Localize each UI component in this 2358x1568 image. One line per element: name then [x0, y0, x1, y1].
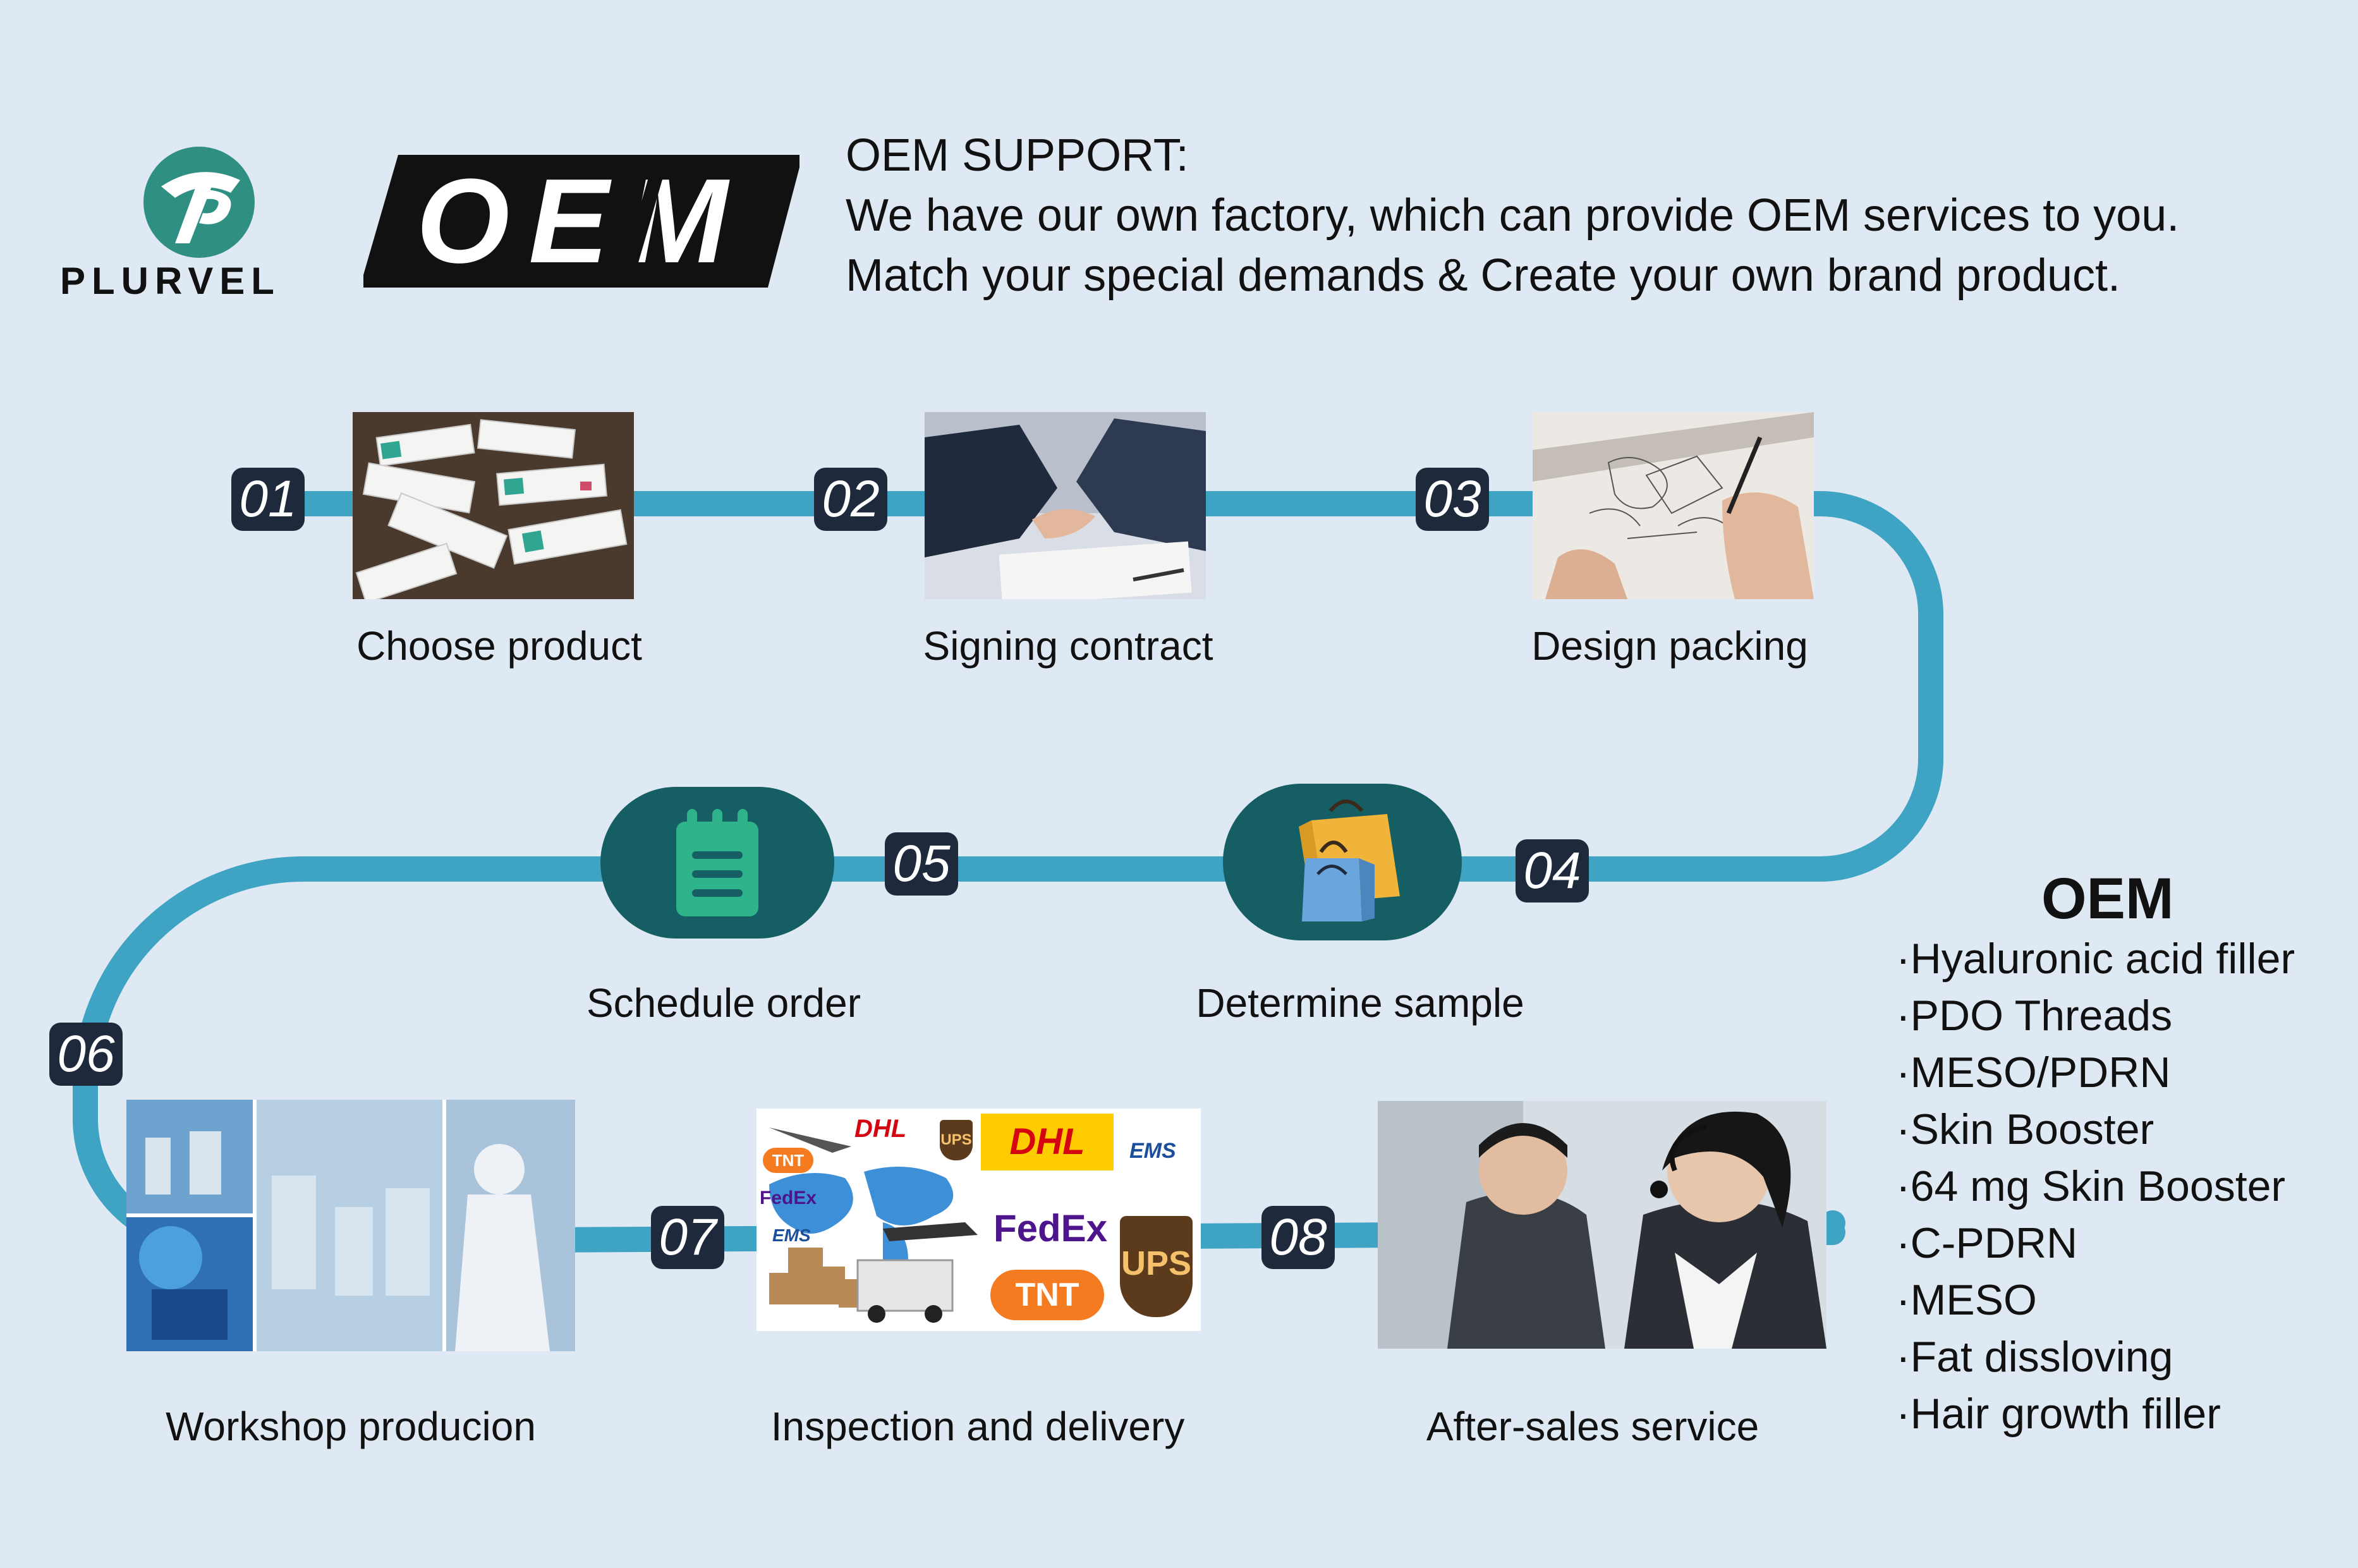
- oem-item: ·Hair growth filler: [1896, 1390, 2221, 1438]
- oem-logo-text: OEM: [416, 155, 747, 288]
- workshop-image: [126, 1100, 575, 1351]
- product-boxes-image: [353, 412, 634, 599]
- oem-item: ·Hyaluronic acid filler: [1896, 935, 2295, 983]
- fedex-logo-small: FedEx: [760, 1188, 817, 1208]
- step-label-06: Workshop producion: [166, 1404, 536, 1449]
- oem-item: ·PDO Threads: [1896, 992, 2173, 1040]
- step-badge-07: 07: [651, 1206, 724, 1269]
- ups-logo: UPS: [940, 1120, 973, 1160]
- step-label-02: Signing contract: [923, 623, 1213, 669]
- step-badge-01: 01: [231, 468, 305, 531]
- step-badge-05: 05: [885, 832, 958, 896]
- oem-item: ·Fat dissloving: [1896, 1333, 2173, 1381]
- step-label-01: Choose product: [356, 623, 642, 669]
- schedule-order-pill: [600, 787, 834, 939]
- ups-logo-large: UPS: [1120, 1216, 1193, 1317]
- design-packing-photo: [1533, 412, 1814, 599]
- track-end-dot: [1820, 1210, 1845, 1236]
- tnt-logo-large: TNT: [990, 1270, 1104, 1320]
- step-badge-02: 02: [814, 468, 887, 531]
- step-badge-06: 06: [49, 1023, 123, 1086]
- tnt-logo: TNT: [763, 1148, 813, 1173]
- dhl-logo-large: DHL: [981, 1114, 1114, 1170]
- track-path: [73, 491, 1943, 1255]
- header-line-3: Match your special demands & Create your…: [846, 250, 2121, 301]
- workshop-production-photo: [126, 1100, 575, 1351]
- choose-product-photo: [353, 412, 634, 599]
- oem-item: ·MESO: [1896, 1276, 2037, 1324]
- oem-list-title: OEM: [2041, 866, 2174, 931]
- brand-logo: PLURVEL: [57, 142, 341, 302]
- oem-item: ·Skin Booster: [1896, 1105, 2154, 1153]
- after-sales-photo: [1378, 1101, 1826, 1349]
- handshake-image: [925, 412, 1206, 599]
- fedex-logo: FedEx: [994, 1207, 1108, 1249]
- determine-sample-pill: [1223, 784, 1462, 940]
- brand-name: PLURVEL: [60, 260, 281, 302]
- step-badge-04: 04: [1516, 839, 1589, 903]
- step-badge-03: 03: [1416, 468, 1489, 531]
- step-label-07: Inspection and delivery: [770, 1404, 1185, 1449]
- step-label-05: Schedule order: [586, 980, 861, 1026]
- step-label-04: Determine sample: [1196, 980, 1524, 1026]
- dhl-logo: DHL: [854, 1115, 907, 1143]
- plurvel-logo-icon: [143, 147, 255, 258]
- clipboard-icon: [676, 809, 758, 916]
- ems-logo: EMS: [1129, 1139, 1176, 1163]
- shopping-bags-icon: [1299, 799, 1400, 921]
- call-center-image: [1378, 1101, 1826, 1349]
- oem-item: ·C-PDRN: [1896, 1219, 2078, 1267]
- sketch-design-image: [1533, 412, 1814, 599]
- step-label-08: After-sales service: [1426, 1404, 1759, 1449]
- header-line-2: We have our own factory, which can provi…: [846, 190, 2180, 241]
- oem-item: ·64 mg Skin Booster: [1896, 1162, 2286, 1210]
- signing-contract-photo: [925, 412, 1206, 599]
- oem-item: ·MESO/PDRN: [1896, 1048, 2171, 1097]
- header-title: OEM SUPPORT:: [846, 130, 1189, 181]
- oem-logo: OEM: [363, 155, 799, 288]
- step-label-03: Design packing: [1531, 623, 1808, 669]
- logistics-photo: DHL UPS DHL EMS TNT FedEx EMS FedEx TNT …: [757, 1109, 1201, 1331]
- ems-logo-small: EMS: [772, 1225, 811, 1245]
- step-badge-08: 08: [1261, 1206, 1335, 1269]
